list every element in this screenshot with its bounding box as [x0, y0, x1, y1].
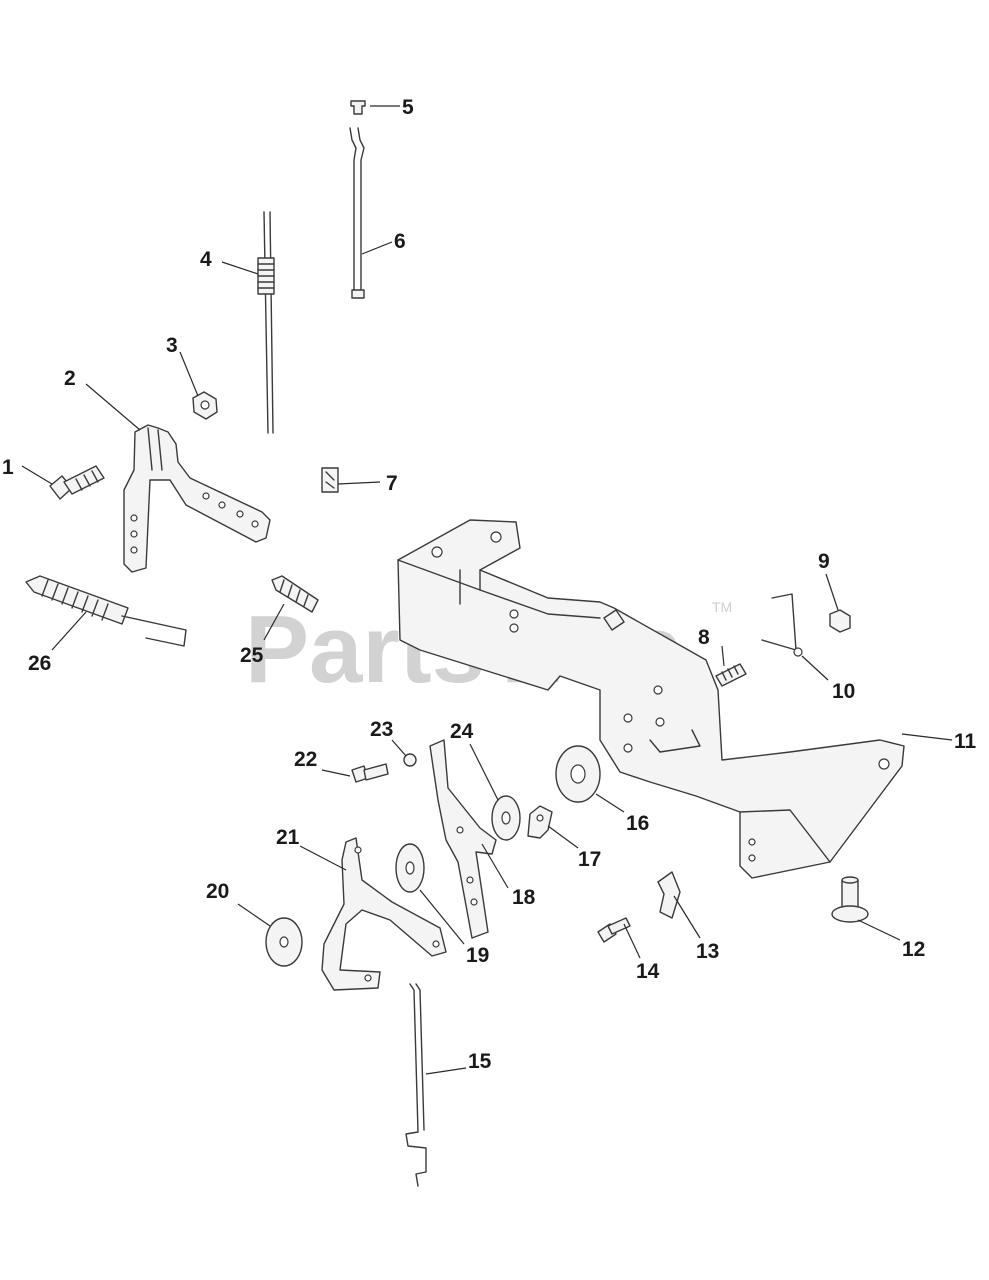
part-8-screw[interactable] [715, 663, 747, 687]
callout-22[interactable]: 22 [294, 748, 317, 771]
callout-6[interactable]: 6 [394, 230, 406, 253]
part-1-bolt[interactable] [49, 465, 105, 500]
callout-8[interactable]: 8 [698, 626, 710, 649]
part-3-nut[interactable] [192, 391, 218, 420]
callout-3[interactable]: 3 [166, 334, 178, 357]
part-22-screw[interactable] [351, 763, 389, 783]
callout-19[interactable]: 19 [466, 944, 489, 967]
callout-16[interactable]: 16 [626, 812, 649, 835]
part-12-bolt[interactable] [831, 876, 869, 923]
callout-17[interactable]: 17 [578, 848, 601, 871]
callout-11[interactable]: 11 [954, 730, 977, 753]
callout-26[interactable]: 26 [28, 652, 51, 675]
part-20-washer[interactable] [265, 917, 303, 967]
part-4-rod[interactable] [257, 211, 275, 434]
callout-15[interactable]: 15 [468, 1050, 492, 1073]
part-10-clip[interactable] [761, 593, 803, 657]
part-11-bracket[interactable] [397, 519, 905, 879]
part-17-bracket[interactable] [527, 805, 553, 839]
part-14-screw[interactable] [597, 917, 631, 943]
leader-lines [21, 105, 953, 1075]
callout-25[interactable]: 25 [240, 644, 264, 667]
callout-12[interactable]: 12 [902, 938, 925, 961]
callout-23[interactable]: 23 [370, 718, 393, 741]
part-25-spring[interactable] [271, 575, 319, 613]
callout-9[interactable]: 9 [818, 550, 830, 573]
part-13-clip[interactable] [657, 871, 681, 919]
callout-20[interactable]: 20 [206, 880, 229, 903]
part-24-washer[interactable] [491, 795, 521, 841]
callout-18[interactable]: 18 [512, 886, 536, 909]
part-21-lever[interactable] [321, 837, 447, 991]
part-19-washer[interactable] [395, 843, 425, 893]
callout-7[interactable]: 7 [386, 472, 398, 495]
part-2-lever[interactable] [123, 424, 271, 573]
part-18-lever[interactable] [429, 739, 497, 939]
part-15-rod[interactable] [405, 983, 427, 1187]
part-6-rod[interactable] [349, 127, 365, 299]
callout-21[interactable]: 21 [276, 826, 300, 849]
callout-1[interactable]: 1 [2, 456, 14, 479]
callout-5[interactable]: 5 [402, 96, 414, 119]
part-23-nut[interactable] [403, 753, 417, 767]
part-7-clip[interactable] [321, 467, 339, 493]
part-26-spring[interactable] [25, 575, 187, 647]
callout-13[interactable]: 13 [696, 940, 719, 963]
part-5-screw[interactable] [350, 100, 366, 115]
part-9-nut[interactable] [829, 609, 851, 633]
callout-4[interactable]: 4 [200, 248, 212, 271]
watermark-trademark: TM [712, 599, 732, 615]
callout-numbers: 1 2 3 4 5 6 7 8 9 10 11 12 13 14 15 16 1… [2, 96, 977, 1073]
part-16-washer[interactable] [555, 745, 601, 803]
callout-2[interactable]: 2 [64, 367, 76, 390]
callout-10[interactable]: 10 [832, 680, 855, 703]
callout-14[interactable]: 14 [636, 960, 660, 983]
callout-24[interactable]: 24 [450, 720, 474, 743]
